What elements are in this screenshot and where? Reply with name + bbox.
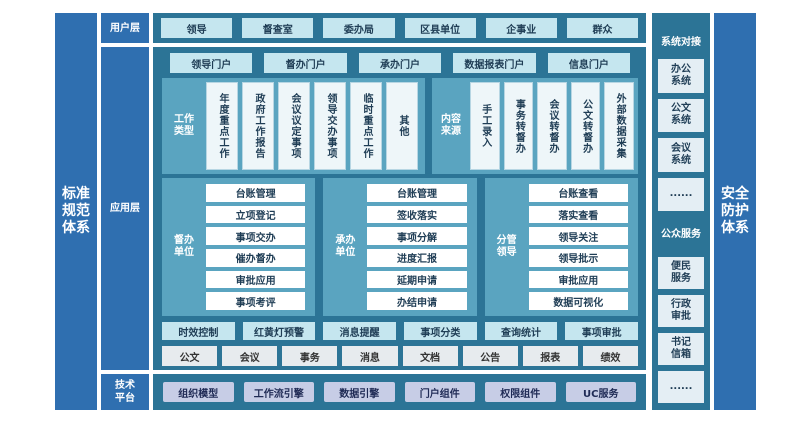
public-service-item: 行政 审批 [658, 295, 704, 327]
unit-function-item: 办结申请 [367, 292, 467, 311]
work-type-item: 其他 [386, 82, 418, 170]
user-item: 领导 [161, 18, 233, 38]
platform-item: UC服务 [565, 382, 636, 402]
portal-row: 领导门户督办门户承办门户数据报表门户信息门户 [170, 53, 631, 73]
work-type-item: 会议议定事项 [278, 82, 310, 170]
standards-pillar: 标准 规范 体系 [55, 13, 97, 410]
docking-system-item: 会议 系统 [658, 138, 704, 172]
public-service-title: 公众服务 [661, 228, 701, 240]
unit-function-item: 台账管理 [206, 184, 306, 202]
content-source-item: 手工录入 [470, 82, 500, 170]
unit-function-item: 进度汇报 [367, 249, 467, 267]
work-type-item: 临时重点工作 [350, 82, 382, 170]
module-item: 事务 [282, 346, 338, 366]
work-type-item: 领导交办事项 [314, 82, 346, 170]
security-pillar: 安全 防护 体系 [714, 13, 756, 410]
unit-function-item: 事项分解 [367, 227, 467, 246]
work-types-label: 工作 类型 [174, 114, 194, 137]
public-service-item: ...... [658, 371, 704, 403]
platform-item: 权限组件 [485, 382, 556, 402]
unit-function-item: 台账管理 [367, 184, 467, 202]
units-row: 督办 单位 台账管理立项登记事项交办催办督办审批应用事项考评 承办 单位 台账管理签收… [162, 178, 638, 316]
unit-function-item: 台账查看 [528, 184, 628, 202]
content-sources-label: 内容 来源 [441, 114, 461, 137]
unit-function-item: 审批应用 [528, 270, 628, 289]
app-layer-label: 应用层 [101, 47, 149, 370]
module-item: 报表 [522, 346, 578, 366]
user-item: 区县单位 [404, 18, 476, 38]
portal-item: 督办门户 [264, 53, 347, 73]
feature-item: 查询统计 [484, 322, 558, 340]
feature-item: 时效控制 [162, 322, 235, 340]
platform-item: 门户组件 [404, 382, 475, 402]
tech-platform-label: 技术 平台 [101, 374, 149, 410]
module-item: 公告 [462, 346, 518, 366]
unit-block: 督办 单位 台账管理立项登记事项交办催办督办审批应用事项考评 [162, 178, 316, 316]
portal-item: 承办门户 [358, 53, 442, 73]
docking-system-item: ...... [658, 177, 704, 211]
public-service-item: 书记 信箱 [658, 333, 704, 365]
unit-function-item: 催办督办 [206, 249, 306, 267]
unit-function-item: 落实查看 [528, 205, 628, 224]
module-item: 绩效 [582, 346, 638, 366]
work-type-item: 年度重点工作 [206, 82, 238, 170]
content-source-item: 外部数据采集 [604, 82, 634, 170]
unit-function-item: 领导批示 [528, 249, 628, 267]
user-row: 领导督查室委办局区县单位企事业群众 [161, 18, 639, 38]
content-source-item: 会议转督办 [537, 82, 567, 170]
unit-block: 分管 领导 台账查看落实查看领导关注领导批示审批应用数据可视化 [484, 178, 638, 316]
modules-row: 公文会议事务消息文档公告报表绩效 [162, 346, 638, 366]
feature-item: 事项审批 [565, 322, 639, 340]
feature-item: 消息提醒 [323, 322, 397, 340]
unit-label: 承办 单位 [335, 235, 356, 258]
platform-item: 数据引擎 [324, 382, 395, 402]
module-item: 公文 [162, 346, 218, 366]
unit-block: 承办 单位 台账管理签收落实事项分解进度汇报延期申请办结申请 [323, 178, 477, 316]
unit-function-item: 签收落实 [367, 205, 467, 224]
user-layer-label: 用户层 [101, 13, 149, 43]
feature-item: 事项分类 [404, 322, 477, 340]
user-item: 委办局 [323, 18, 395, 38]
docking-system-item: 办公 系统 [658, 59, 704, 93]
portal-item: 数据报表门户 [453, 53, 536, 73]
user-item: 督查室 [242, 18, 314, 38]
portal-item: 领导门户 [170, 53, 253, 73]
unit-label: 分管 领导 [496, 235, 517, 258]
module-item: 会议 [222, 346, 278, 366]
side-column: 系统对接 办公 系统公文 系统会议 系统...... 公众服务 便民 服务行政 … [652, 13, 710, 410]
module-item: 消息 [342, 346, 398, 366]
user-item: 企事业 [485, 18, 557, 38]
features-row: 时效控制红黄灯预警消息提醒事项分类查询统计事项审批 [162, 322, 639, 340]
work-type-item: 政府工作报告 [242, 82, 274, 170]
unit-function-item: 事项考评 [206, 292, 306, 311]
tech-platform: 组织模型工作流引擎数据引擎门户组件权限组件 UC服务 [153, 374, 646, 410]
feature-item: 红黄灯预警 [242, 322, 316, 340]
unit-function-item: 审批应用 [206, 270, 306, 289]
unit-label: 督办 单位 [174, 235, 194, 258]
platform-item: 工作流引擎 [243, 382, 314, 402]
unit-function-item: 立项登记 [206, 205, 306, 224]
content-sources-block: 内容 来源 手工录入事务转督办会议转督办公文转督办外部数据采集 [432, 78, 638, 174]
unit-function-item: 领导关注 [528, 227, 628, 246]
user-item: 群众 [566, 18, 639, 38]
unit-function-item: 数据可视化 [528, 292, 628, 311]
user-layer: 领导督查室委办局区县单位企事业群众 [153, 13, 646, 43]
unit-function-item: 事项交办 [206, 227, 306, 246]
module-item: 文档 [402, 346, 458, 366]
content-source-item: 公文转督办 [570, 82, 601, 170]
unit-function-item: 延期申请 [367, 270, 467, 289]
content-source-item: 事务转督办 [503, 82, 534, 170]
work-types-block: 工作 类型 年度重点工作政府工作报告会议议定事项领导交办事项临时重点工作其他 [162, 78, 425, 174]
portal-item: 信息门户 [547, 53, 631, 73]
docking-system-item: 公文 系统 [658, 98, 704, 132]
public-service-item: 便民 服务 [658, 257, 704, 289]
platform-item: 组织模型 [163, 382, 234, 402]
docking-title: 系统对接 [661, 36, 701, 48]
